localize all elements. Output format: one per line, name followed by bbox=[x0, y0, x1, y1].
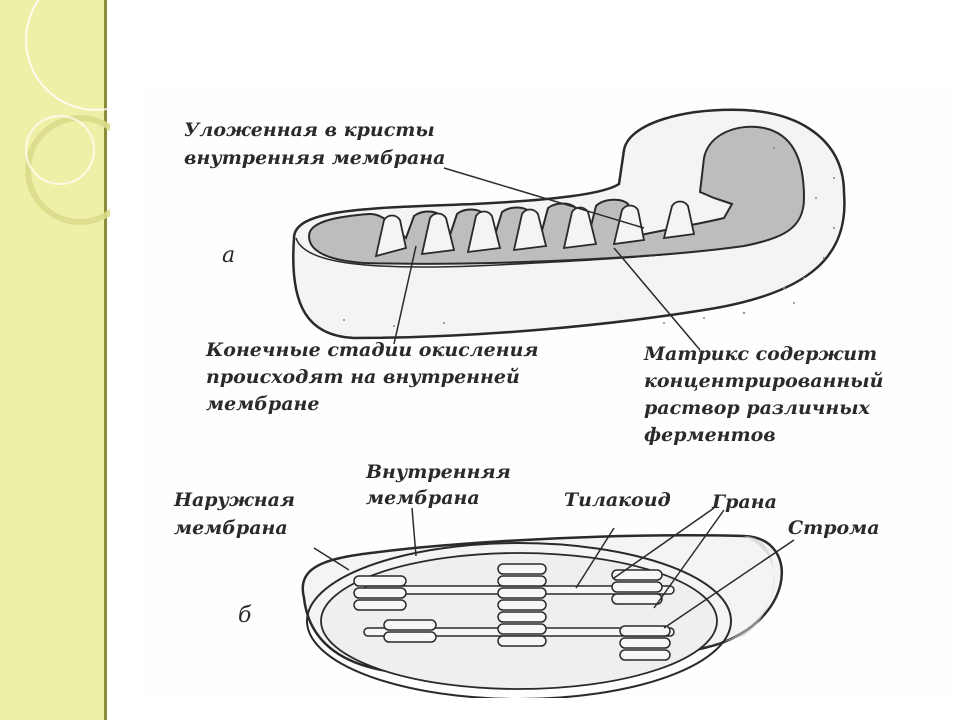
label-matrix-line-4: ферментов bbox=[644, 424, 776, 446]
label-oxidation-line-2: происходят на внутренней bbox=[206, 366, 520, 388]
slide-side-rule bbox=[104, 0, 107, 720]
label-matrix-line-3: раствор различных bbox=[644, 397, 871, 419]
label-oxidation: Конечные стадии окисления происходят на … bbox=[205, 339, 539, 415]
granum bbox=[611, 569, 663, 605]
label-cristae-line-2: внутренняя мембрана bbox=[184, 147, 445, 169]
label-inner-membrane-line-2: мембрана bbox=[366, 487, 480, 509]
slide-decoration bbox=[25, 0, 110, 225]
granum bbox=[383, 619, 437, 643]
granum bbox=[353, 575, 407, 611]
label-oxidation-line-3: мембране bbox=[206, 393, 319, 415]
chloroplast-leader-lines bbox=[313, 507, 795, 629]
label-oxidation-line-1: Конечные стадии окисления bbox=[205, 339, 539, 361]
label-cristae: Уложенная в кристы внутренняя мембрана bbox=[184, 119, 445, 169]
granum bbox=[619, 625, 671, 661]
label-thylakoid: Тилакоид bbox=[564, 489, 671, 511]
label-stroma: Строма bbox=[788, 517, 880, 539]
label-matrix-line-2: концентрированный bbox=[644, 370, 883, 392]
organelle-diagram: а Уложенная в кристы внутренняя мембрана… bbox=[173, 108, 883, 698]
chloroplast-side-shading bbox=[704, 536, 775, 648]
mitochondrion-letter: а bbox=[222, 243, 235, 268]
granum bbox=[497, 563, 547, 647]
label-matrix: Матрикс содержит концентрированный раств… bbox=[643, 343, 883, 446]
label-outer-membrane: Наружная мембрана bbox=[173, 489, 295, 539]
mitochondrion-diagram: а Уложенная в кристы внутренняя мембрана… bbox=[184, 108, 883, 446]
label-outer-membrane-line-1: Наружная bbox=[173, 489, 295, 511]
mitochondrion-texture bbox=[343, 147, 835, 327]
chloroplast-diagram: б Наружная мембрана Внутренняя мембрана … bbox=[173, 461, 880, 698]
figure-panel: а Уложенная в кристы внутренняя мембрана… bbox=[144, 88, 956, 698]
label-outer-membrane-line-2: мембрана bbox=[174, 517, 288, 539]
label-grana: Грана bbox=[711, 491, 777, 513]
label-inner-membrane-line-1: Внутренняя bbox=[365, 461, 511, 483]
label-cristae-line-1: Уложенная в кристы bbox=[184, 119, 435, 141]
mitochondrion-leader-lines bbox=[393, 167, 701, 351]
chloroplast-outer-membrane bbox=[306, 542, 732, 698]
label-matrix-line-1: Матрикс содержит bbox=[643, 343, 877, 365]
mitochondrion-cristae bbox=[374, 200, 696, 258]
label-inner-membrane: Внутренняя мембрана bbox=[365, 461, 511, 509]
chloroplast-letter: б bbox=[238, 603, 252, 628]
